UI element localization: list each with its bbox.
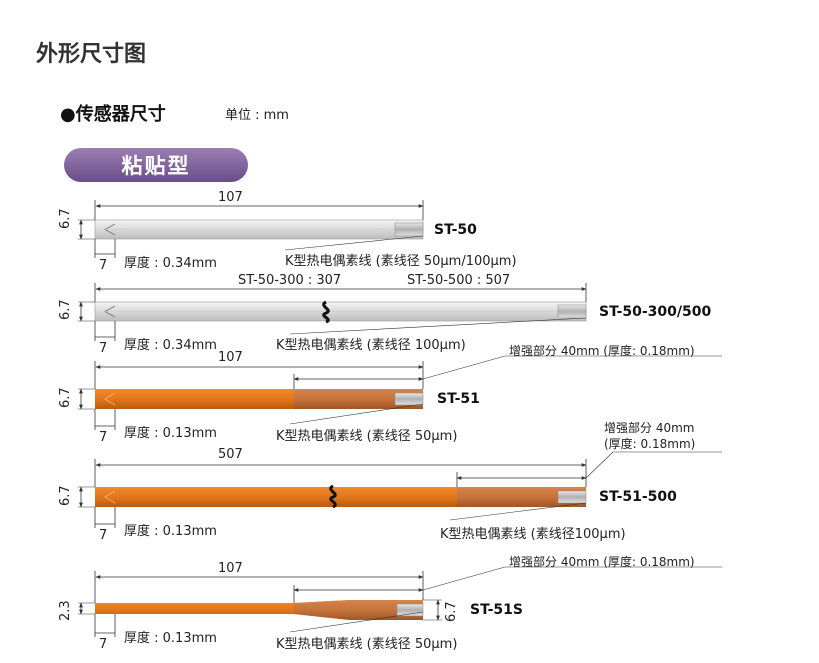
width-label: 6.7 xyxy=(58,387,73,408)
thickness-label: 厚度 : 0.13mm xyxy=(124,426,217,441)
tab-length-label: 7 xyxy=(99,258,108,273)
tab-length-label: 7 xyxy=(99,528,108,543)
model-name: ST-50 xyxy=(434,222,477,238)
section-heading: ●传感器尺寸 xyxy=(60,104,166,125)
sensor-st-51-500 xyxy=(78,451,722,528)
sensor-st-51 xyxy=(78,355,722,430)
model-name: ST-50-300/500 xyxy=(599,304,712,320)
page-title: 外形尺寸图 xyxy=(36,42,147,67)
model-name: ST-51 xyxy=(437,391,480,407)
length-label-500: ST-50-500 : 507 xyxy=(407,273,511,288)
length-label: 107 xyxy=(218,561,243,576)
wire-label: K型热电偶素线 (素线径100μm) xyxy=(440,527,626,542)
reinforce-label-2: (厚度: 0.18mm) xyxy=(604,437,696,451)
thickness-label: 厚度 : 0.13mm xyxy=(124,631,217,646)
tab-length-label: 7 xyxy=(99,430,108,445)
reinforce-label-1: 增强部分 40mm xyxy=(604,421,695,435)
width-label-right: 6.7 xyxy=(444,601,459,622)
tab-length-label: 7 xyxy=(99,341,108,356)
reinforce-label: 增强部分 40mm (厚度: 0.18mm) xyxy=(509,555,695,569)
wire-label: K型热电偶素线 (素线径 50μm) xyxy=(276,637,458,652)
length-label: 107 xyxy=(218,350,243,365)
model-name: ST-51S xyxy=(470,602,523,618)
sensor-st-50 xyxy=(78,200,424,258)
sensor-st-51s xyxy=(78,566,722,637)
reinforce-label: 增强部分 40mm (厚度: 0.18mm) xyxy=(509,344,695,358)
category-badge: 粘贴型 xyxy=(64,148,248,182)
wire-label: K型热电偶素线 (素线径 50μm/100μm) xyxy=(285,254,517,269)
thickness-label: 厚度 : 0.13mm xyxy=(124,524,217,539)
wire-label: K型热电偶素线 (素线径 50μm) xyxy=(276,429,458,444)
thickness-label: 厚度 : 0.34mm xyxy=(124,256,217,271)
thickness-label: 厚度 : 0.34mm xyxy=(124,338,217,353)
wire-label: K型热电偶素线 (素线径 100μm) xyxy=(276,338,466,353)
length-label: 107 xyxy=(218,190,243,205)
width-label: 6.7 xyxy=(58,485,73,506)
length-label: 507 xyxy=(218,447,243,462)
width-label: 6.7 xyxy=(58,299,73,320)
tab-length-label: 7 xyxy=(99,637,108,652)
length-label-300: ST-50-300 : 307 xyxy=(238,273,342,288)
width-label: 6.7 xyxy=(58,208,73,229)
model-name: ST-51-500 xyxy=(599,489,677,505)
unit-label: 单位 : mm xyxy=(225,108,289,123)
sensor-st-50-300-500 xyxy=(78,283,587,341)
width-label-left: 2.3 xyxy=(58,600,73,621)
